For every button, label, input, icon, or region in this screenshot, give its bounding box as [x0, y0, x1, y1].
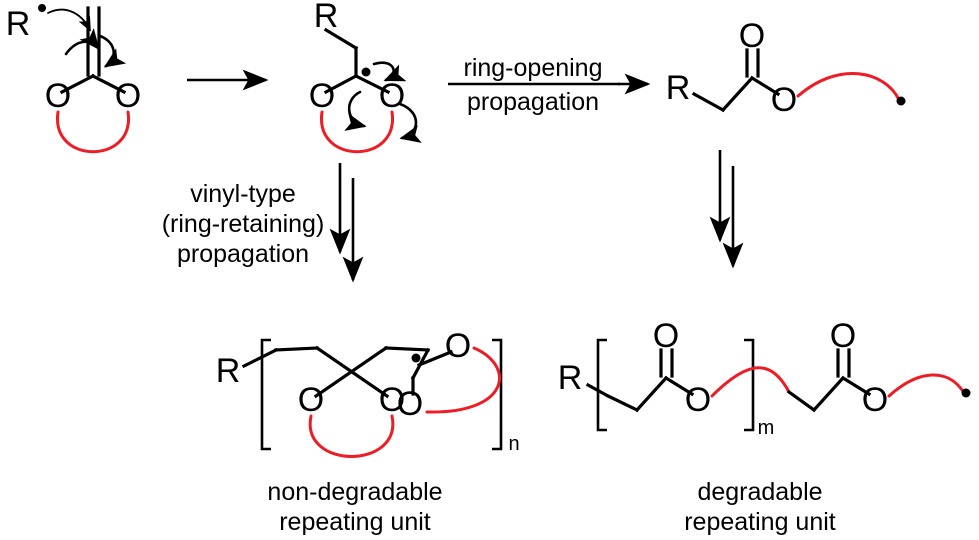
bracket-open-n: [260, 338, 271, 451]
bond-Ccarbonyl-Oester: [749, 75, 781, 97]
chain-highlight-ester: [796, 72, 900, 100]
mechanism-arrow-radical-attack: [47, 8, 91, 32]
bond-R-CH2-poly: [585, 382, 611, 399]
bond-C-O-right: [90, 73, 127, 95]
atom-label-O-carbonyl-2: O: [830, 317, 856, 355]
atom-label-O-ring2-bottom: O: [397, 385, 423, 423]
radical-dot-initiator: [38, 4, 46, 12]
caption-degradable-line1: degradable: [697, 478, 822, 506]
structure-cyclic-ketene-acetal: R O O: [6, 4, 141, 154]
radical-dot-chain-end: [896, 96, 906, 106]
structure-non-degradable-polymer: R n O O O O: [216, 327, 520, 458]
bracket-close-n: [492, 338, 503, 451]
mechanism-arrow-radical-to-CO: [372, 61, 407, 82]
bond-CH2-Ccarbonyl-1: [634, 375, 669, 413]
caption-non-degradable-line1: non-degradable: [267, 478, 442, 506]
bond-CH2-Ccarbonyl: [720, 75, 755, 113]
atom-label-R-poly-left: R: [216, 352, 241, 390]
radical-dot-polymer-end: [411, 353, 421, 363]
atom-label-R-poly-right: R: [558, 359, 583, 397]
atom-label-O-ester: O: [771, 81, 797, 119]
radical-dot-polyester-end: [961, 388, 971, 398]
bond-CH2-poly-1: [605, 393, 640, 413]
bond-R-CH2: [323, 27, 359, 51]
bond-backbone-apex-right: [384, 346, 430, 352]
caption-degradable-line2: repeating unit: [684, 508, 836, 536]
atom-label-O-left: O: [45, 77, 71, 115]
ring-backbone-highlight: [56, 110, 130, 154]
ring-highlight-terminal-unit: [425, 346, 501, 414]
caption-non-degradable-line2: repeating unit: [279, 508, 431, 536]
atom-label-R-initiator: R: [6, 5, 31, 43]
bond-C-O-left: [59, 73, 96, 95]
bond-C-Oester-1: [663, 375, 695, 397]
vinyl-type-propagation-step: vinyl-type (ring-retaining) propagation: [162, 163, 364, 283]
mechanism-arrow-pi-to-carbon: [98, 34, 127, 68]
bond-Cq-O-left: [323, 73, 359, 95]
bond-terminalC-O-top: [416, 349, 454, 368]
radical-dot-acetal-carbon: [361, 67, 371, 77]
atom-label-O-ring1-left: O: [298, 381, 324, 419]
bond-Cq-O-right: [353, 73, 391, 95]
vinyl-label-line3: propagation: [177, 240, 309, 268]
vinyl-label-line2: (ring-retaining): [162, 210, 325, 238]
bond-backbone-apex-left: [274, 346, 319, 352]
atom-label-O-right-adduct: O: [379, 77, 405, 115]
ring-opening-propagation-down-step: [709, 150, 744, 269]
chain-highlight-1: [710, 366, 791, 398]
ring-opening-label-line2: propagation: [467, 88, 599, 116]
subscript-m: m: [758, 417, 775, 439]
bond-R-CH2-ester: [691, 91, 726, 113]
bond-CH2-Ccarbonyl-2: [811, 375, 846, 413]
atom-label-O-left-adduct: O: [309, 77, 335, 115]
subscript-n: n: [508, 433, 519, 455]
bond-CH2-poly-2: [786, 389, 817, 413]
atom-label-O-ester-2: O: [862, 381, 888, 419]
mechanism-arrow-ring-open: [398, 102, 422, 143]
mechanism-arrow-pi-shift: [64, 28, 100, 56]
atom-label-O-right: O: [115, 77, 141, 115]
atom-label-O-carbonyl: O: [739, 17, 765, 55]
atom-label-O-ring2-top: O: [445, 327, 471, 365]
ring-opening-propagation-step: ring-opening propagation: [448, 54, 651, 116]
ring-highlight-repeat-unit: [308, 414, 395, 458]
bracket-open-m: [596, 338, 607, 432]
atom-label-O-ring1-right: O: [379, 381, 405, 419]
atom-label-O-carbonyl-1: O: [653, 317, 679, 355]
atom-label-R-ester: R: [666, 69, 691, 107]
vinyl-label-line1: vinyl-type: [190, 180, 296, 208]
bond-cross-down-left: [313, 345, 389, 399]
ring-backbone-highlight-adduct: [320, 110, 394, 154]
ring-opening-label-line1: ring-opening: [464, 54, 603, 82]
bond-C-Oester-2: [840, 375, 872, 397]
bracket-close-m: [744, 338, 755, 432]
structure-ring-opened-ester-radical: R O O: [666, 17, 906, 119]
caption-degradable: degradable repeating unit: [684, 478, 836, 536]
chain-highlight-2: [887, 373, 964, 398]
bond-R-to-backbone: [241, 347, 279, 369]
structure-ring-retaining-radical: R O O: [309, 0, 422, 154]
atom-label-O-ester-1: O: [685, 381, 711, 419]
mechanism-arrow-CO-cleavage: [344, 90, 367, 131]
structure-degradable-polymer: R m O O O O: [558, 317, 971, 439]
caption-non-degradable: non-degradable repeating unit: [267, 478, 442, 536]
